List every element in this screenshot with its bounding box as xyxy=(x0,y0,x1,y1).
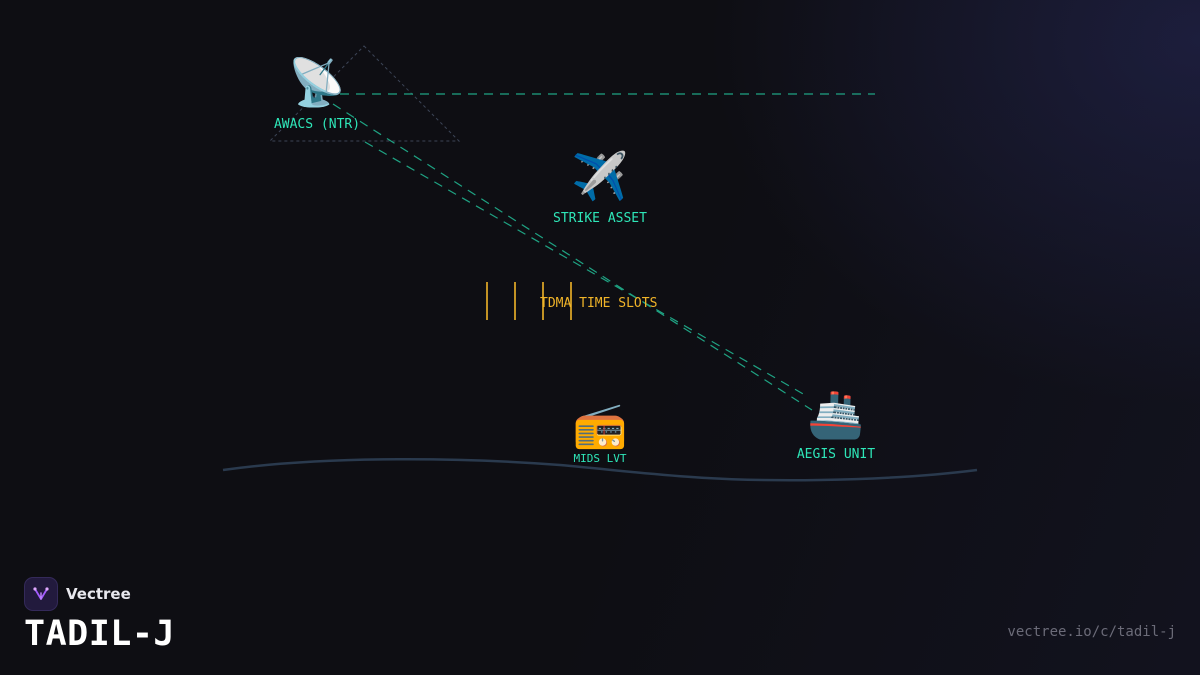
link-coverage-aegis xyxy=(364,141,806,396)
node-mids-lvt[interactable]: 📻 MIDS LVT xyxy=(573,400,628,465)
vectree-logo-glyph xyxy=(33,587,49,600)
awacs-label: AWACS (NTR) xyxy=(274,117,360,132)
node-strike-asset[interactable]: ✈️ STRIKE ASSET xyxy=(553,148,647,226)
node-aegis-unit[interactable]: 🚢 AEGIS UNIT xyxy=(797,387,875,462)
aegis-unit-label: AEGIS UNIT xyxy=(797,447,875,462)
brand[interactable]: Vectree xyxy=(24,577,131,611)
page-url[interactable]: vectree.io/c/tadil-j xyxy=(1007,624,1176,640)
tdma-slots-label: TDMA TIME SLOTS xyxy=(540,296,657,311)
surface-horizon-line xyxy=(222,457,978,482)
satellite-antenna-icon: 📡 xyxy=(288,53,345,109)
strike-asset-label: STRIKE ASSET xyxy=(553,211,647,226)
page-title: TADIL-J xyxy=(24,614,176,654)
radio-icon: 📻 xyxy=(573,400,628,451)
tdma-slot-bars xyxy=(486,282,572,320)
airplane-icon: ✈️ xyxy=(571,148,628,203)
node-awacs[interactable]: 📡 AWACS (NTR) xyxy=(274,53,360,132)
brand-name: Vectree xyxy=(66,585,131,603)
vectree-logo-icon xyxy=(24,577,58,611)
ship-icon: 🚢 xyxy=(807,387,864,441)
mids-lvt-label: MIDS LVT xyxy=(574,452,627,465)
